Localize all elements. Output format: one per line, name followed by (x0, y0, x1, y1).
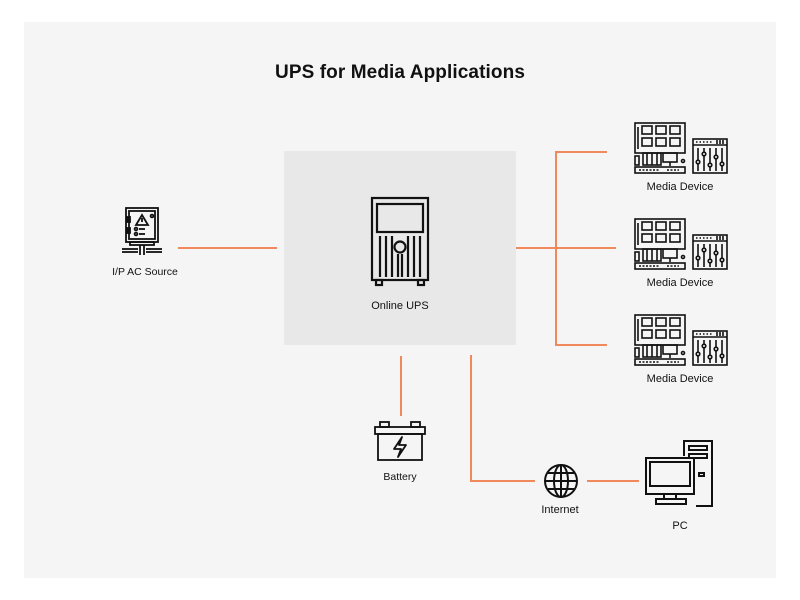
media-device-icon (633, 217, 729, 271)
globe-icon (542, 462, 580, 500)
pc-label: PC (672, 520, 688, 532)
battery-label: Battery (383, 471, 417, 483)
edge-ups-to-media-trunk (516, 247, 616, 249)
ups-label: Online UPS (371, 300, 429, 312)
edge-ups-to-battery (400, 356, 402, 416)
edge-to-media-1 (555, 151, 607, 153)
internet-label: Internet (541, 504, 579, 516)
ups-node-box (284, 151, 516, 345)
media-device-icon (633, 121, 729, 175)
electrical-panel-warning-icon (120, 206, 164, 258)
edge-ac-to-ups (178, 247, 277, 249)
ups-tower-icon (370, 196, 430, 288)
edge-media-vertical-bus (555, 151, 557, 345)
ac-source-label: I/P AC Source (112, 266, 178, 278)
desktop-pc-icon (644, 438, 716, 510)
edge-to-media-3 (555, 344, 607, 346)
battery-bolt-icon (373, 420, 427, 462)
edge-ups-to-internet-horizontal (470, 480, 535, 482)
edge-ups-to-internet-vertical (470, 355, 472, 481)
edge-internet-to-pc (587, 480, 639, 482)
media-device-label: Media Device (646, 373, 714, 385)
diagram-title: UPS for Media Applications (275, 62, 525, 83)
media-device-icon (633, 313, 729, 367)
media-device-label: Media Device (646, 277, 714, 289)
media-device-label: Media Device (646, 181, 714, 193)
